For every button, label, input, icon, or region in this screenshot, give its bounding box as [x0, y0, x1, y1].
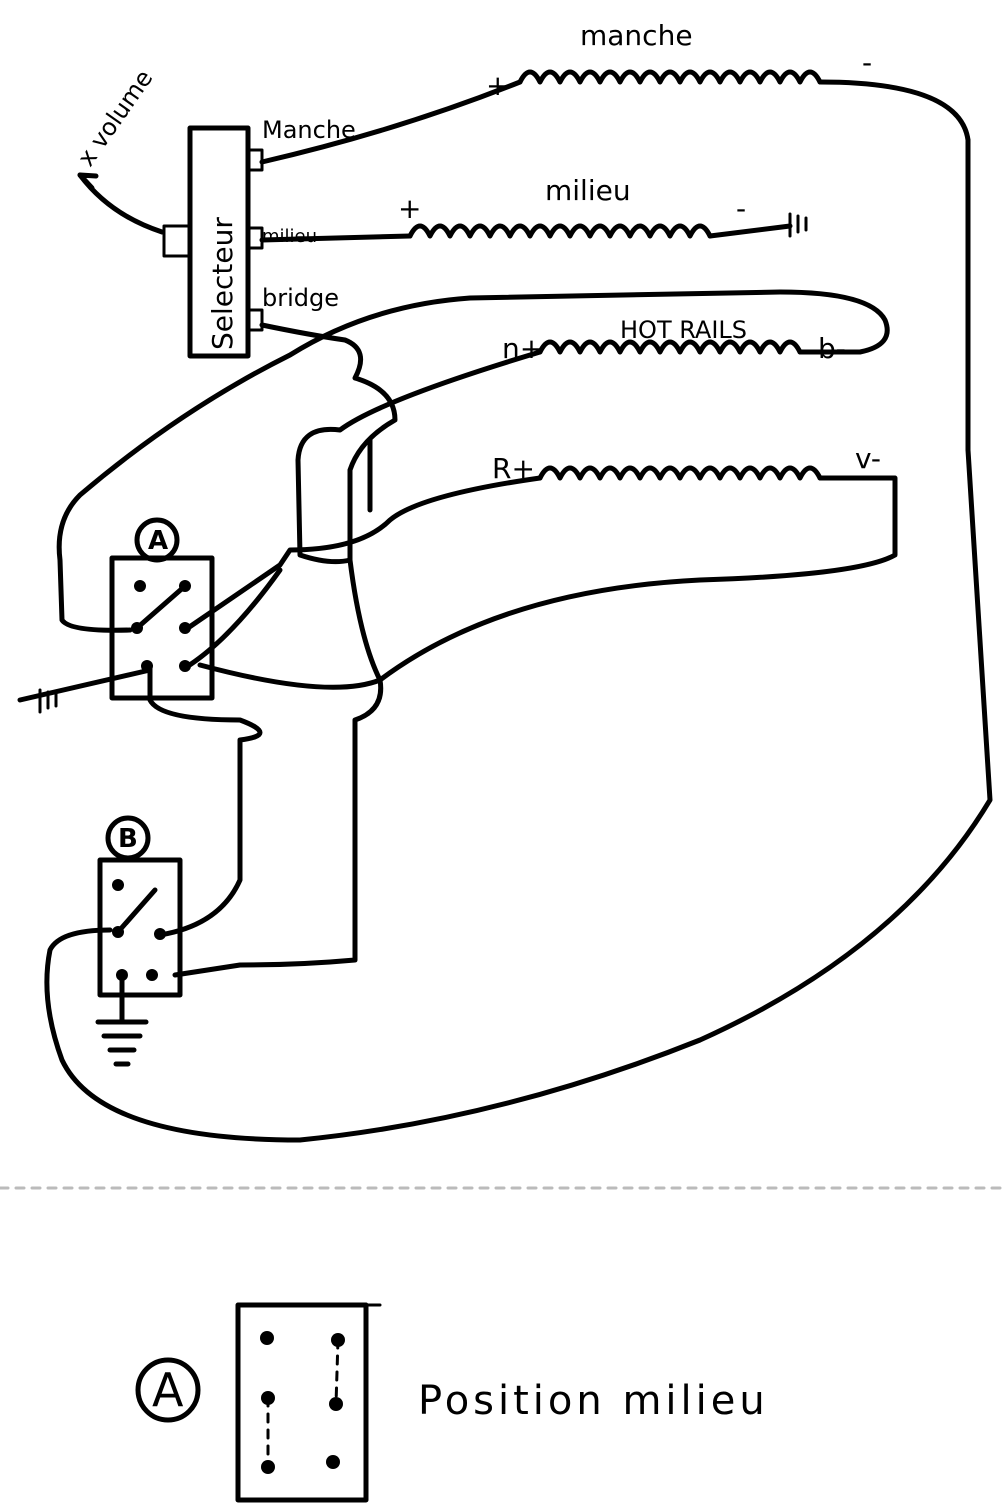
hotrails-coil-south [197, 465, 898, 690]
switch-a [109, 517, 215, 701]
neck-plus-label: + [486, 69, 509, 102]
middle-pickup-label: milieu [545, 174, 631, 207]
selector-manche-label: Manche [262, 116, 356, 144]
selector-label: Selecteur [206, 217, 239, 350]
neck-minus-label: - [862, 46, 872, 79]
hotrails-v-minus-label: v- [855, 442, 881, 475]
neck-pickup [259, 69, 971, 165]
legend-switch-a [135, 1302, 382, 1503]
selector-bridge-label: bridge [262, 284, 339, 312]
hotrails-coil-north [56, 289, 890, 633]
return-wire [44, 137, 993, 1143]
middle-pickup [259, 212, 808, 243]
middle-minus-label: - [736, 192, 746, 225]
hotrails-label: HOT RAILS [620, 316, 747, 344]
selector-switch [162, 125, 264, 359]
volume-label: x volume [72, 65, 158, 172]
internal-wires [17, 322, 543, 978]
neck-pickup-label: manche [580, 19, 693, 52]
volume-arrow [77, 172, 165, 235]
legend-caption: Position milieu [418, 1378, 769, 1424]
switch-b-label: B [118, 824, 138, 854]
switch-b [97, 815, 183, 998]
legend-letter: A [152, 1363, 184, 1417]
switch-a-label: A [148, 526, 168, 556]
ground-symbol [95, 972, 149, 1067]
hotrails-b-minus-label: b- [818, 332, 846, 365]
middle-plus-label: + [398, 192, 421, 225]
